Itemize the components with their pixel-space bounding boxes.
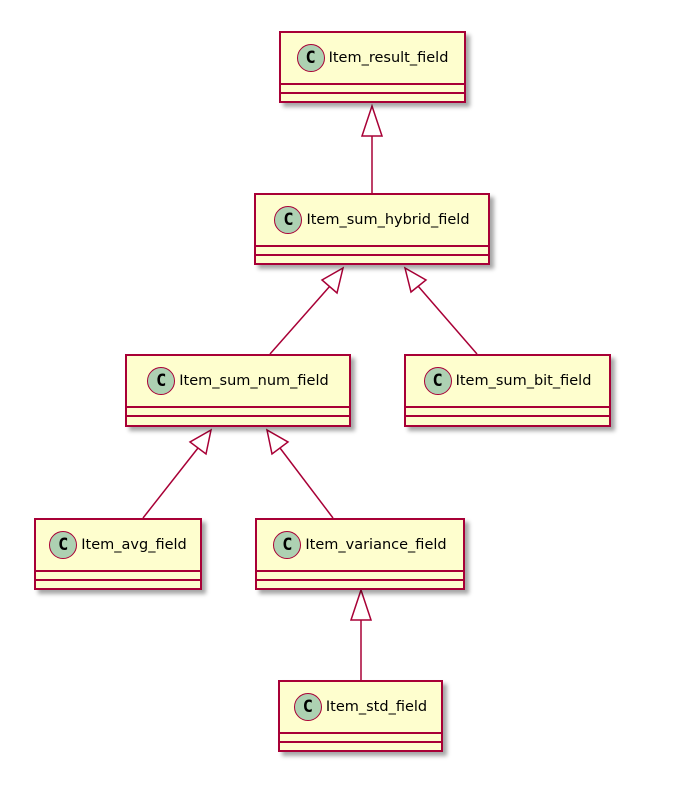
class-item-sum-num-field[interactable]: C Item_sum_num_field: [125, 354, 351, 427]
class-c-icon: C: [147, 367, 176, 395]
methods-section: [257, 581, 463, 590]
class-c-icon: C: [273, 531, 302, 559]
class-c-icon: C: [274, 206, 303, 234]
class-name: Item_std_field: [325, 699, 428, 715]
class-item-avg-field[interactable]: C Item_avg_field: [34, 518, 202, 590]
inheritance-arrow-icon: [188, 428, 213, 456]
class-c-icon: C: [423, 367, 452, 395]
inheritance-edge: [403, 266, 478, 355]
attributes-section: [36, 572, 200, 581]
inheritance-edge: [269, 266, 345, 355]
attributes-section: [256, 247, 488, 256]
methods-section: [280, 743, 441, 752]
class-name: Item_result_field: [328, 50, 449, 66]
inheritance-arrow-icon: [403, 266, 428, 294]
class-c-icon: C: [49, 531, 78, 559]
class-header: C Item_avg_field: [36, 520, 200, 572]
attributes-section: [406, 408, 609, 417]
methods-section: [127, 417, 349, 426]
methods-section: [36, 581, 200, 590]
class-c-icon: C: [293, 693, 322, 721]
inheritance-edge: [142, 428, 213, 519]
attributes-section: [257, 572, 463, 581]
methods-section: [281, 94, 464, 103]
class-header: C Item_sum_num_field: [127, 356, 349, 408]
class-header: C Item_sum_bit_field: [406, 356, 609, 408]
class-header: C Item_variance_field: [257, 520, 463, 572]
inheritance-arrow-icon: [349, 587, 373, 621]
class-c-icon: C: [296, 44, 325, 72]
class-item-std-field[interactable]: C Item_std_field: [278, 680, 443, 752]
methods-section: [406, 417, 609, 426]
inheritance-edge: [349, 587, 373, 680]
class-item-sum-bit-field[interactable]: C Item_sum_bit_field: [404, 354, 611, 427]
attributes-section: [281, 85, 464, 94]
inheritance-arrow-icon: [320, 266, 345, 295]
attributes-section: [127, 408, 349, 417]
class-item-variance-field[interactable]: C Item_variance_field: [255, 518, 465, 590]
attributes-section: [280, 734, 441, 743]
class-header: C Item_std_field: [280, 682, 441, 734]
class-name: Item_avg_field: [81, 537, 187, 553]
inheritance-arrow-icon: [360, 103, 384, 137]
class-item-sum-hybrid-field[interactable]: C Item_sum_hybrid_field: [254, 193, 490, 265]
class-header: C Item_sum_hybrid_field: [256, 195, 488, 247]
methods-section: [256, 256, 488, 265]
class-name: Item_variance_field: [305, 537, 447, 553]
inheritance-edge: [360, 103, 384, 193]
class-item-result-field[interactable]: C Item_result_field: [279, 31, 466, 103]
class-name: Item_sum_num_field: [179, 373, 329, 389]
inheritance-arrow-icon: [265, 428, 290, 456]
class-header: C Item_result_field: [281, 33, 464, 85]
class-name: Item_sum_bit_field: [455, 373, 592, 389]
class-name: Item_sum_hybrid_field: [306, 212, 470, 228]
inheritance-edge: [265, 428, 334, 519]
